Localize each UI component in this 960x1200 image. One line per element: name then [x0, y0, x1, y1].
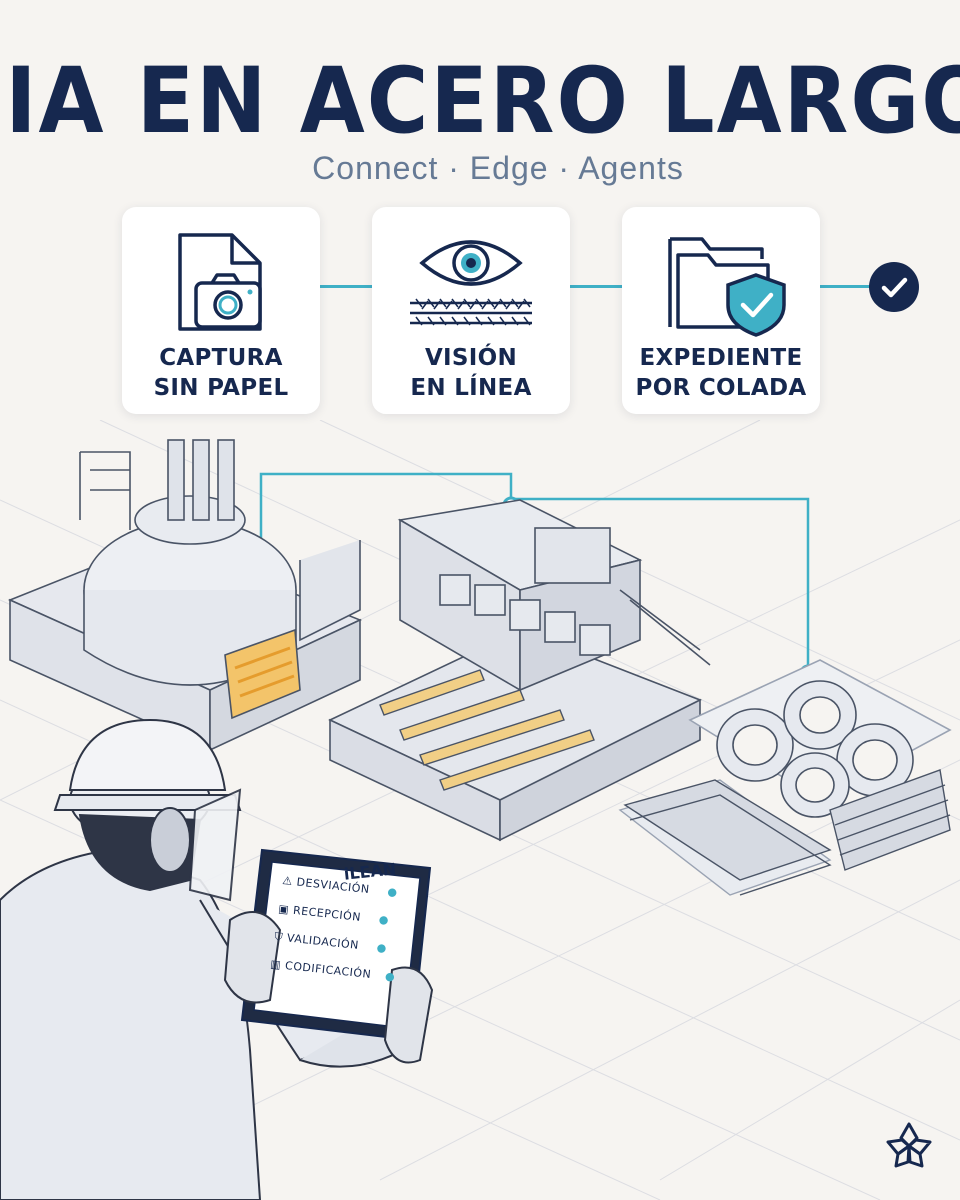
wire-coils [688, 659, 952, 818]
connector-line [820, 285, 872, 288]
rolled-bars [379, 669, 595, 791]
barcode-icon: ▥ [269, 957, 282, 972]
document-camera-icon [178, 233, 262, 331]
shield-check-icon: ⛉ [273, 930, 284, 944]
check-icon: ● [378, 912, 390, 927]
check-icon: ● [376, 940, 388, 955]
card-label: CAPTURA SIN PAPEL [153, 345, 289, 401]
check-icon: ● [384, 969, 396, 984]
rolling-mill [328, 499, 711, 842]
check-circle-icon [869, 262, 919, 312]
rebar-bundles [618, 769, 951, 896]
page-title: IA EN ACERO LARGO [5, 48, 960, 154]
folder-shield-icon [668, 237, 786, 337]
steel-plant-illustration [0, 439, 952, 1200]
card-captura-sin-papel[interactable]: CAPTURA SIN PAPEL [122, 207, 320, 414]
tablet-device [240, 848, 432, 1042]
page-subtitle: Connect · Edge · Agents [312, 150, 684, 186]
card-label: VISIÓN EN LÍNEA [410, 345, 532, 401]
card-label: EXPEDIENTE POR COLADA [635, 345, 807, 401]
electric-arc-furnace [7, 439, 363, 752]
hot-billets [224, 628, 301, 720]
worker-glove-right [383, 966, 434, 1064]
check-icon: ● [386, 885, 399, 900]
worker-glove-left [223, 911, 282, 1004]
connector-line [570, 285, 624, 288]
connector-line [320, 285, 374, 288]
flower-logo-icon [886, 1122, 932, 1168]
warning-icon: ⚠ [281, 873, 294, 888]
eye-rebar-icon [410, 240, 532, 326]
box-icon: ▣ [277, 902, 290, 917]
card-vision-en-linea[interactable]: VISIÓN EN LÍNEA [372, 207, 570, 414]
card-expediente-por-colada[interactable]: EXPEDIENTE POR COLADA [622, 207, 820, 414]
